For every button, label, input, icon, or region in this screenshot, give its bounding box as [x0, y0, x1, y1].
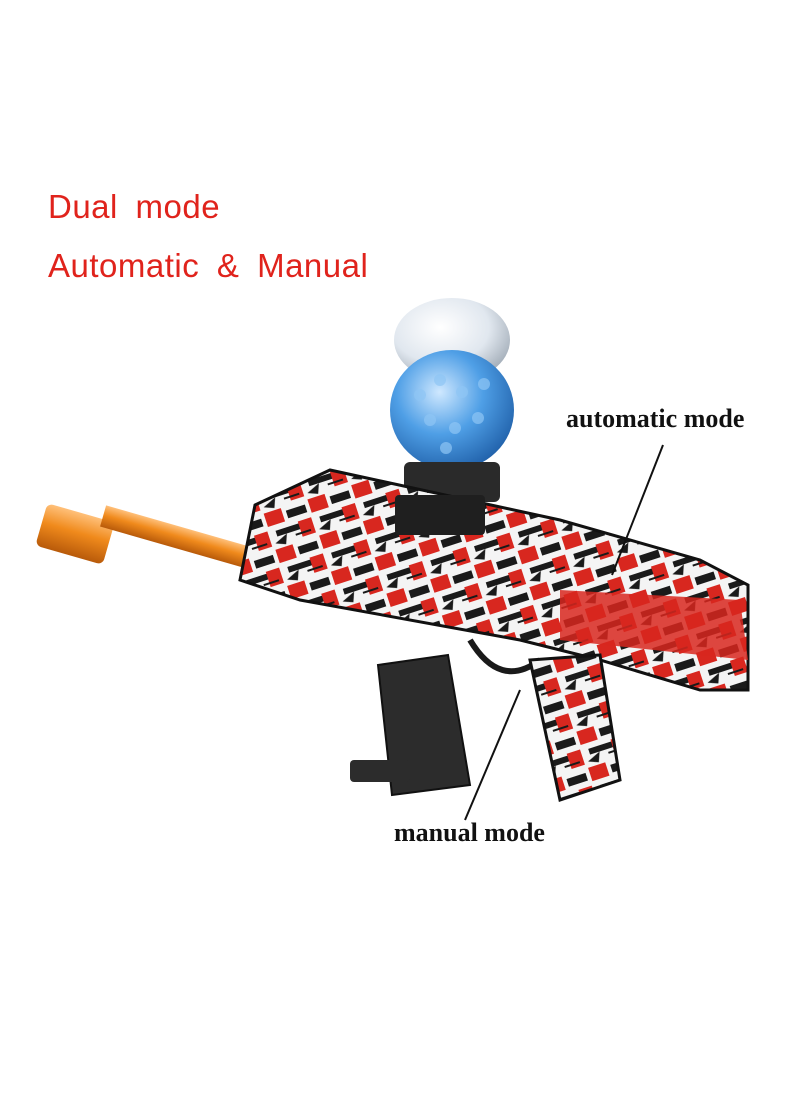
headline-line-1: Dual mode [48, 188, 221, 225]
manual-leader-line [464, 689, 521, 821]
manual-mode-label: manual mode [394, 818, 545, 847]
automatic-mode-label: automatic mode [566, 404, 745, 433]
barrel-tip [36, 504, 114, 564]
headline-line-2: Automatic & Manual [48, 247, 369, 284]
automatic-leader-line [611, 444, 664, 576]
